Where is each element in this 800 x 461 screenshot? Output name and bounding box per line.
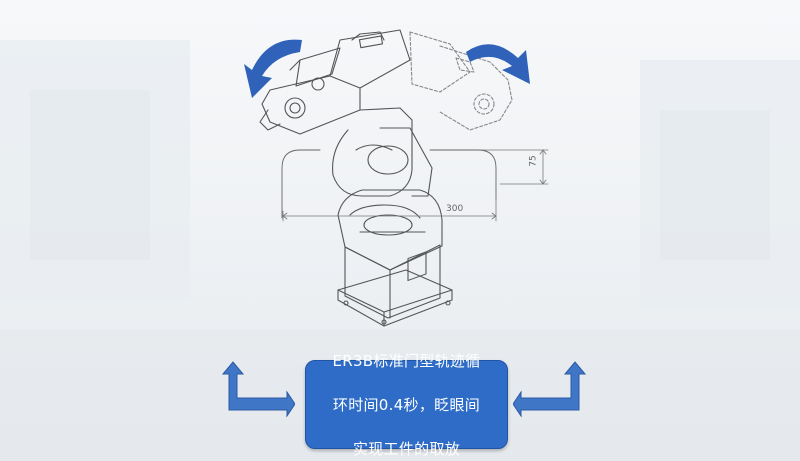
caption-line-2: 环时间0.4秒，眨眼间 bbox=[332, 395, 481, 414]
caption-line-1: ER3B标准门型轨迹循 bbox=[332, 351, 481, 370]
dimension-lines bbox=[282, 149, 549, 222]
curved-arrow-left-icon bbox=[244, 39, 302, 98]
robot-lower-arm bbox=[332, 107, 433, 197]
motion-envelope bbox=[281, 149, 497, 219]
robot-waist bbox=[337, 189, 443, 271]
dimension-width-label: 300 bbox=[446, 204, 464, 214]
caption-text: ER3B标准门型轨迹循 环时间0.4秒，眨眼间 实现工件的取放 bbox=[332, 328, 480, 461]
elbow-arrow-up-right-icon bbox=[221, 361, 295, 418]
dimension-height-label: 75 bbox=[528, 155, 539, 167]
robot-upper-arm bbox=[259, 29, 411, 135]
caption-box: ER3B标准门型轨迹循 环时间0.4秒，眨眼间 实现工件的取放 bbox=[305, 352, 508, 458]
elbow-arrow-up-left-icon bbox=[513, 361, 587, 418]
robot-upper-arm-ghost bbox=[409, 31, 513, 131]
caption-line-3: 实现工件的取放 bbox=[352, 439, 461, 458]
robot-base bbox=[337, 244, 453, 327]
curved-arrow-right-icon bbox=[466, 44, 530, 84]
